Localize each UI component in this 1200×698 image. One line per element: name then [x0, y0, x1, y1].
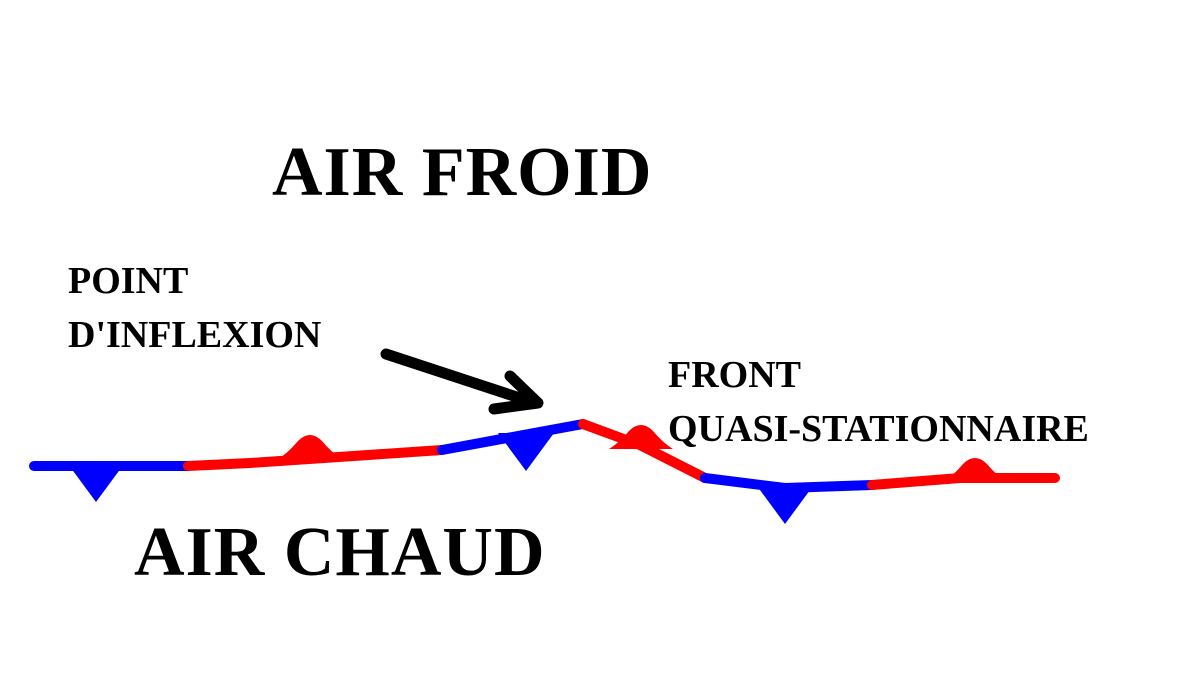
warm-front-segment — [183, 435, 447, 471]
cold-air-label: AIR FROID — [272, 134, 653, 211]
warm-front-segment — [578, 419, 710, 483]
cold-front-triangle — [498, 433, 554, 471]
inflection-arrow-head — [488, 370, 544, 415]
cold-front-segment — [700, 473, 877, 524]
inflection-arrow — [380, 348, 544, 415]
cold-front-segment — [29, 461, 193, 502]
cold-front-triangle — [68, 464, 124, 502]
front-label-line1: FRONT — [668, 354, 801, 396]
front-label-line2: QUASI-STATIONNAIRE — [668, 408, 1089, 450]
warm-front-semicircle — [278, 435, 342, 459]
warm-front-line — [183, 445, 447, 471]
cold-front-triangle — [757, 486, 813, 524]
inflection-label-line1: POINT — [68, 260, 189, 302]
warm-front-segment — [867, 458, 1060, 490]
warm-air-label: AIR CHAUD — [134, 514, 546, 591]
inflection-arrow-shaft — [380, 348, 538, 408]
cold-front-segment — [437, 419, 588, 471]
warm-front-semicircle — [609, 425, 673, 449]
front-line — [29, 419, 1060, 524]
inflection-label-line2: D'INFLEXION — [68, 314, 322, 356]
warm-front-semicircle — [943, 458, 1007, 482]
